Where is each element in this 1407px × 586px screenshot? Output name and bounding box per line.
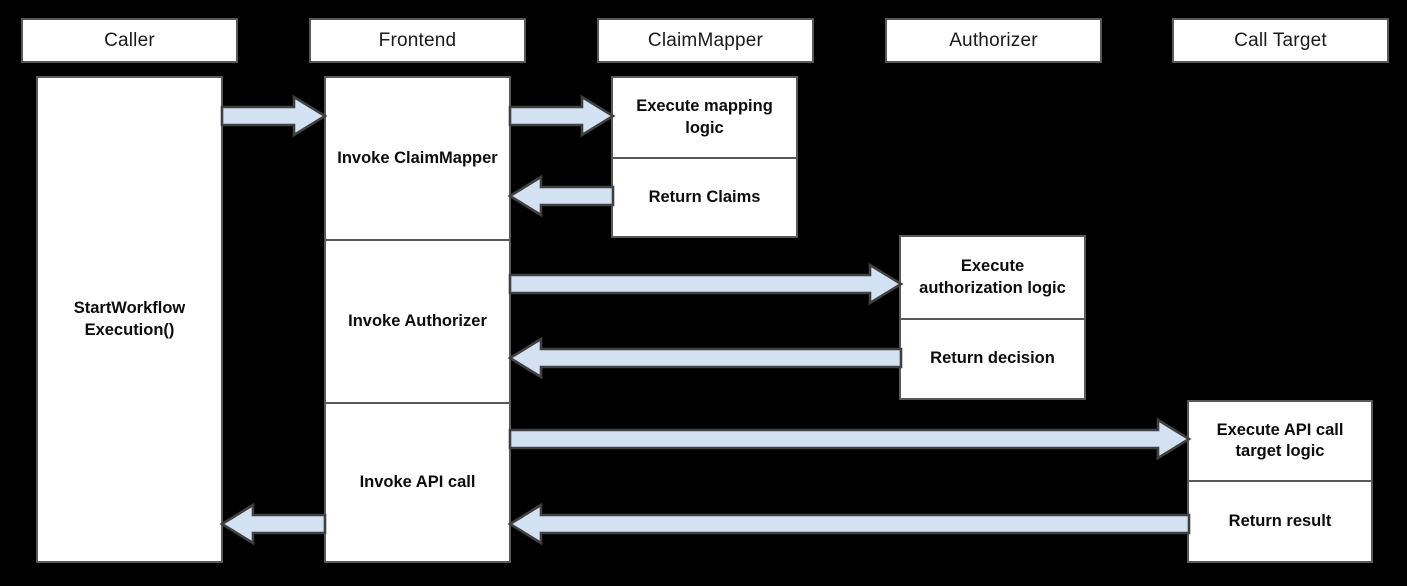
activation-calltarget-return-result-label: Return result xyxy=(1228,511,1332,530)
arrow-msg-invoke-claimmapper[interactable] xyxy=(508,94,616,138)
lifeline-claimmapper: Execute mapping logic Return Claims xyxy=(611,76,798,238)
lifeline-frontend: Invoke ClaimMapper Invoke Authorizer Inv… xyxy=(324,76,511,563)
activation-calltarget-return-result[interactable]: Return result xyxy=(1189,480,1371,561)
lane-header-authorizer-label: Authorizer xyxy=(949,29,1038,51)
arrow-msg-start-workflow[interactable] xyxy=(220,94,328,138)
activation-caller-start-workflow[interactable]: StartWorkflow Execution() xyxy=(38,78,221,561)
lane-header-claimmapper[interactable]: ClaimMapper xyxy=(597,18,814,63)
lifeline-calltarget: Execute API call target logic Return res… xyxy=(1187,400,1373,563)
activation-claimmapper-execute-mapping-logic-label: Execute mapping logic xyxy=(636,97,773,137)
lane-header-caller-label: Caller xyxy=(104,29,155,51)
activation-authorizer-return-decision[interactable]: Return decision xyxy=(901,318,1084,398)
activation-claimmapper-return-claims[interactable]: Return Claims xyxy=(613,157,796,236)
arrow-msg-return-result[interactable] xyxy=(507,502,1191,546)
activation-authorizer-execute-authorization-logic[interactable]: Execute authorization logic xyxy=(901,237,1084,318)
lane-header-caller[interactable]: Caller xyxy=(21,18,238,63)
lane-header-authorizer[interactable]: Authorizer xyxy=(885,18,1102,63)
lane-header-frontend-label: Frontend xyxy=(378,29,457,51)
arrow-msg-return-to-caller[interactable] xyxy=(219,502,327,546)
lane-header-claimmapper-label: ClaimMapper xyxy=(647,29,764,51)
arrow-msg-invoke-authorizer[interactable] xyxy=(508,262,904,306)
lane-header-frontend[interactable]: Frontend xyxy=(309,18,526,63)
activation-authorizer-execute-authorization-logic-label: Execute authorization logic xyxy=(919,257,1066,297)
activation-frontend-invoke-authorizer-label: Invoke Authorizer xyxy=(348,311,487,330)
lifeline-caller: StartWorkflow Execution() xyxy=(36,76,223,563)
arrow-msg-invoke-api-call[interactable] xyxy=(508,417,1192,461)
arrow-msg-return-decision[interactable] xyxy=(507,336,903,380)
activation-frontend-invoke-claimmapper[interactable]: Invoke ClaimMapper xyxy=(326,78,509,239)
activation-authorizer-return-decision-label: Return decision xyxy=(930,349,1055,368)
activation-frontend-invoke-api-call-label: Invoke API call xyxy=(359,472,476,491)
activation-calltarget-execute-api-call-target-logic-label: Execute API call target logic xyxy=(1216,420,1344,460)
activation-calltarget-execute-api-call-target-logic[interactable]: Execute API call target logic xyxy=(1189,402,1371,480)
activation-frontend-invoke-api-call[interactable]: Invoke API call xyxy=(326,402,509,561)
lane-header-calltarget[interactable]: Call Target xyxy=(1172,18,1389,63)
lifeline-authorizer: Execute authorization logic Return decis… xyxy=(899,235,1086,400)
activation-claimmapper-return-claims-label: Return Claims xyxy=(648,187,761,206)
arrow-msg-return-claims[interactable] xyxy=(507,174,615,218)
activation-frontend-invoke-claimmapper-label: Invoke ClaimMapper xyxy=(337,148,498,167)
activation-frontend-invoke-authorizer[interactable]: Invoke Authorizer xyxy=(326,239,509,402)
activation-caller-start-workflow-label: StartWorkflow Execution() xyxy=(73,299,186,339)
activation-claimmapper-execute-mapping-logic[interactable]: Execute mapping logic xyxy=(613,78,796,157)
lane-header-calltarget-label: Call Target xyxy=(1234,29,1327,51)
